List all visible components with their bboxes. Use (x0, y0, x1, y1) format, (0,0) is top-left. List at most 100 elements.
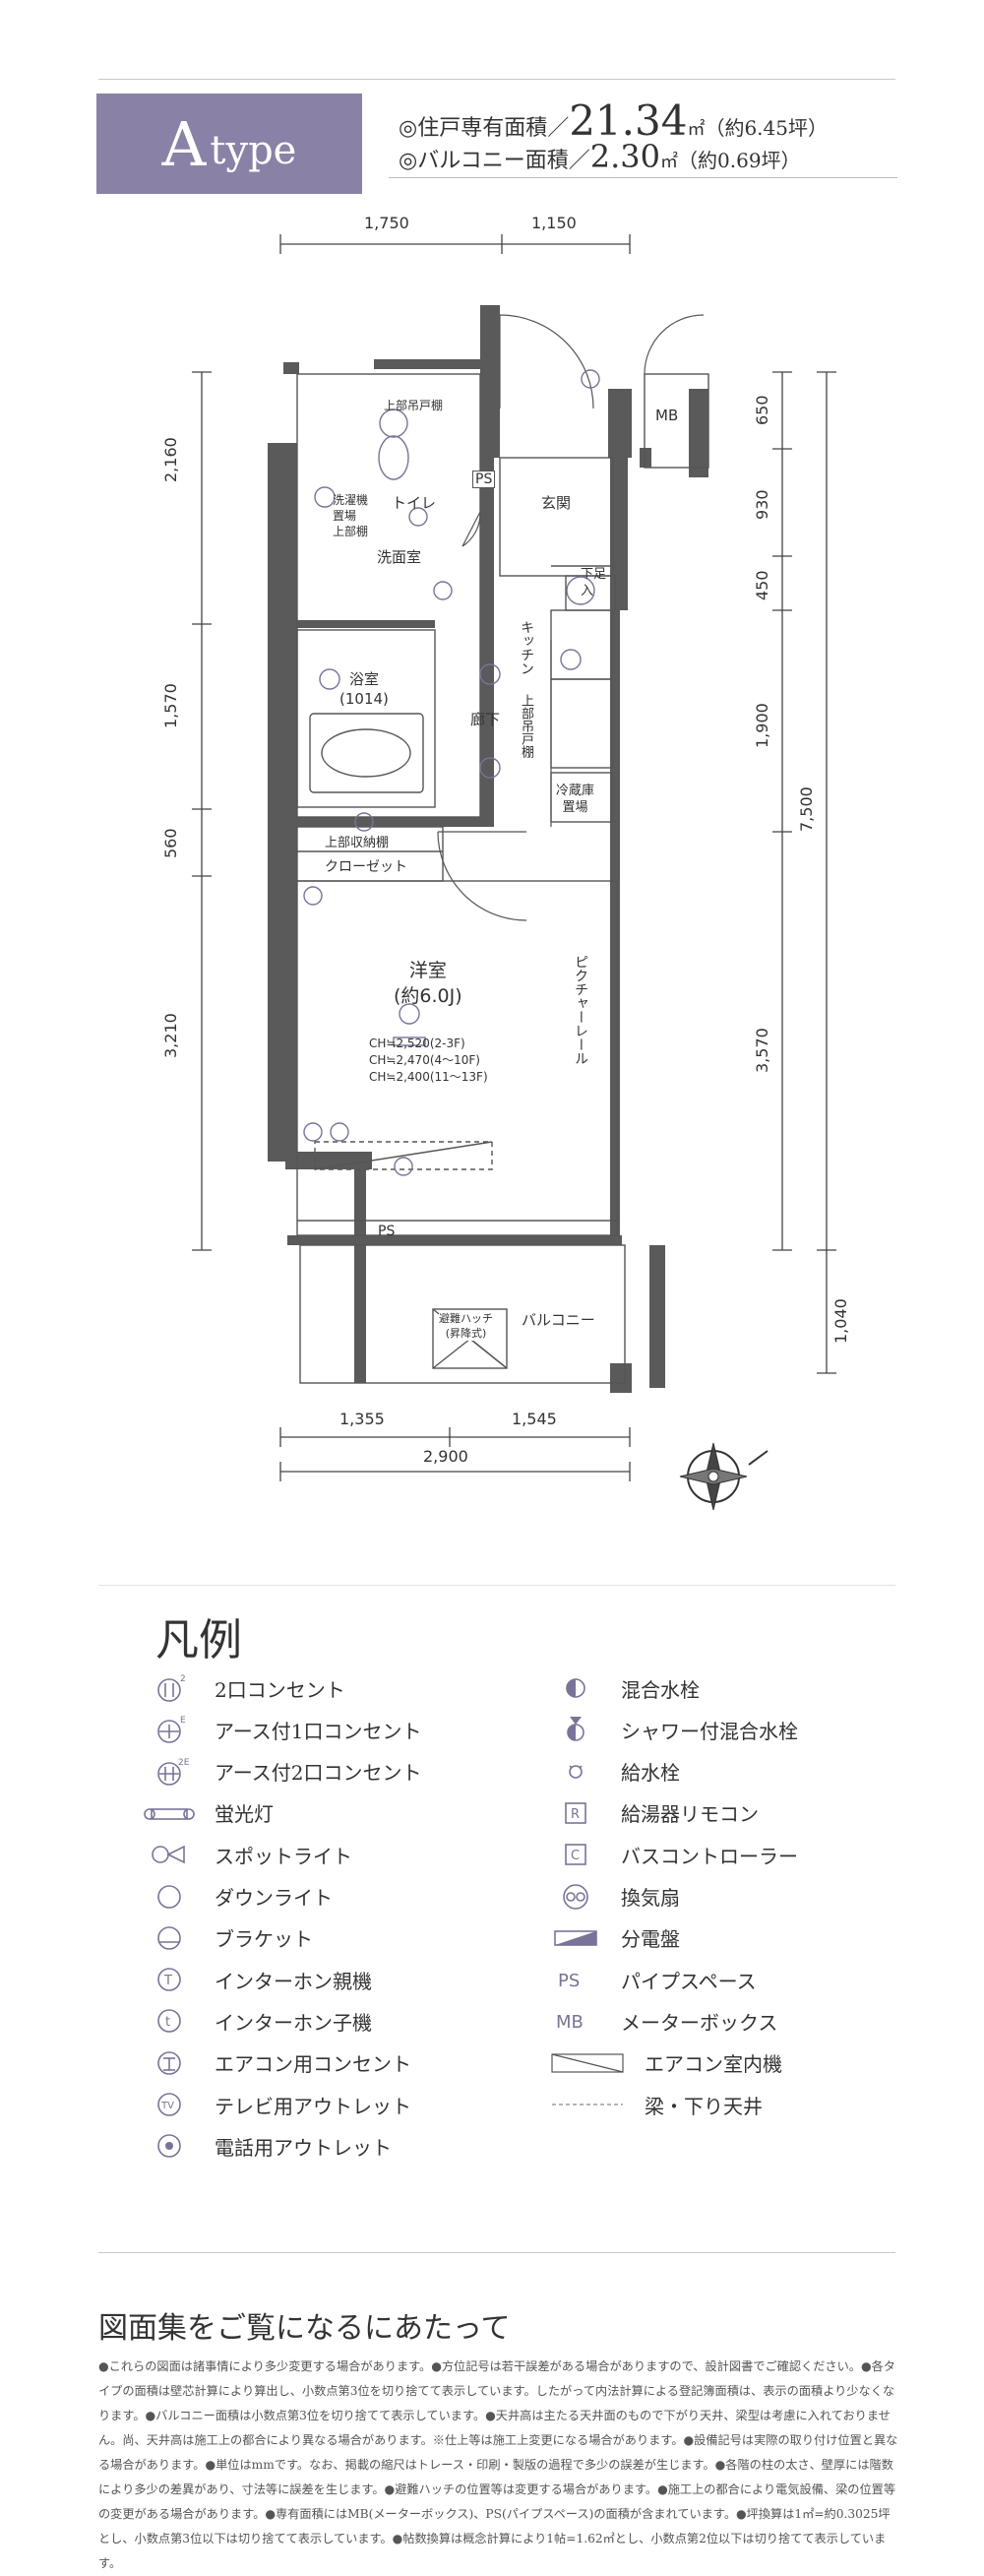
unit-area-line: ◎住戸専有面積／21.34㎡（約6.45坪） (399, 96, 828, 145)
legend-label: メーターボックス (621, 2010, 778, 2035)
legend-label: バスコントローラー (621, 1844, 798, 1868)
legend-title: 凡例 (155, 1615, 242, 1665)
legend-label: アース付1口コンセント (215, 1719, 422, 1743)
svg-text:C: C (571, 1849, 580, 1863)
room-picture-rail: ピクチャーレール (573, 955, 588, 1065)
type-word: type (210, 128, 297, 173)
intercom-master-icon: T (140, 1963, 199, 1996)
hatch-line-2: (昇降式) (445, 1327, 487, 1340)
legend-item: R 給湯器リモコン (546, 1796, 759, 1830)
dim-right-5: 3,570 (753, 1028, 771, 1073)
dim-right-1: 650 (753, 395, 771, 425)
dim-right-2: 930 (753, 489, 771, 520)
shower-faucet-icon (546, 1713, 605, 1746)
western-line-1: 洋室 (408, 960, 447, 981)
dim-total-right: 7,500 (797, 786, 816, 832)
dim-bottom-1: 1,355 (339, 1410, 385, 1428)
ceiling-height-2: CH≒2,470(4〜10F) (369, 1053, 480, 1067)
notes-divider (98, 2252, 895, 2253)
balcony-area-line: ◎バルコニー面積／2.30㎡（約0.69坪） (399, 138, 801, 175)
svg-text:R: R (571, 1807, 580, 1822)
bath-line-2: (1014) (339, 690, 389, 708)
room-mb: MB (655, 407, 679, 424)
mixing-faucet-icon (546, 1671, 605, 1705)
dim-left-3: 560 (161, 828, 180, 858)
dim-right-3: 450 (753, 570, 771, 600)
legend-label: 梁・下り天井 (645, 2094, 763, 2118)
room-ps-bottom: PS (378, 1224, 396, 1239)
fluorescent-light-icon (140, 1796, 199, 1830)
dim-left-1: 2,160 (161, 437, 180, 482)
shoe-line-1: 下足 (581, 567, 607, 582)
tv-outlet-icon: TV (140, 2088, 199, 2121)
balcony-area-unit: ㎡ (660, 152, 679, 172)
svg-text:T: T (163, 1974, 172, 1988)
legend-label: 給水栓 (621, 1761, 680, 1786)
ventilation-fan-icon (546, 1880, 605, 1914)
legend-item: スポットライト (140, 1838, 352, 1871)
legend-label: エアコン室内機 (645, 2052, 782, 2077)
dim-left-2: 1,570 (161, 683, 180, 728)
room-kitchen: キッチン (519, 620, 534, 675)
room-western: 洋室 (約6.0J) (394, 958, 462, 1009)
dim-total-bottom: 2,900 (423, 1447, 468, 1466)
balcony-area-label: ◎バルコニー面積／ (399, 149, 590, 173)
legend-label: シャワー付混合水栓 (621, 1719, 798, 1743)
phone-outlet-icon (140, 2129, 199, 2163)
legend-item: 2 2口コンセント (140, 1671, 345, 1705)
ac-indoor-unit-icon (546, 2046, 629, 2080)
room-toilet: トイレ (392, 494, 437, 512)
legend-label: スポットライト (215, 1844, 352, 1868)
dim-bottom-2: 1,545 (512, 1410, 557, 1428)
intercom-slave-icon: t (140, 2004, 199, 2038)
legend-label: 給湯器リモコン (621, 1802, 759, 1827)
legend-label: テレビ用アウトレット (215, 2094, 411, 2118)
spotlight-icon (140, 1838, 199, 1871)
svg-text:PS: PS (558, 1971, 580, 1991)
unit-area-tsubo: （約6.45坪） (705, 116, 828, 140)
legend-item: C バスコントローラー (546, 1838, 798, 1871)
room-closet: クローゼット (325, 859, 407, 875)
room-washer: 洗濯機 置場 上部棚 (333, 492, 368, 539)
legend-label: アース付2口コンセント (215, 1761, 422, 1786)
room-upper-cabinet-top: 上部吊戸棚 (384, 399, 444, 412)
ac-outlet-icon (140, 2046, 199, 2080)
hatch-line-1: 避難ハッチ (439, 1312, 493, 1325)
distribution-board-icon (546, 1921, 605, 1955)
room-entrance: 玄関 (541, 494, 572, 512)
room-washroom: 洗面室 (377, 548, 422, 566)
legend-item: ブラケット (140, 1921, 313, 1955)
legend-item: PS パイプスペース (546, 1963, 757, 1996)
room-bath: 浴室 (1014) (339, 669, 389, 709)
pipe-space-icon: PS (546, 1963, 605, 1996)
legend-label: 分電盤 (621, 1927, 680, 1952)
svg-text:MB: MB (556, 2012, 584, 2033)
dim-top-1: 1,750 (364, 214, 409, 232)
outlet-earth-1-icon: E (140, 1713, 199, 1746)
ceiling-height-3: CH≒2,400(11〜13F) (369, 1070, 488, 1084)
room-fridge: 冷蔵庫 置場 (556, 783, 594, 816)
dim-top-2: 1,150 (531, 214, 577, 232)
legend-top-divider (98, 1585, 895, 1586)
beam-ceiling-icon (546, 2088, 629, 2121)
legend-label: エアコン用コンセント (215, 2052, 411, 2077)
bath-controller-icon: C (546, 1838, 605, 1871)
floor-plan (192, 234, 836, 1511)
fridge-line-1: 冷蔵庫 (556, 784, 595, 798)
downlight-icon (140, 1880, 199, 1914)
legend-label: パイプスペース (621, 1969, 757, 1993)
legend-item: シャワー付混合水栓 (546, 1713, 798, 1746)
balcony-area-tsubo: （約0.69坪） (678, 149, 801, 172)
outlet-earth-2-icon: 2E (140, 1755, 199, 1789)
legend-label: 2口コンセント (215, 1677, 345, 1702)
heater-remote-icon: R (546, 1796, 605, 1830)
svg-text:t: t (165, 2015, 170, 2030)
outlet-2-icon: 2 (140, 1671, 199, 1705)
legend-item: 換気扇 (546, 1880, 680, 1914)
washer-line-2: 置場 (333, 509, 357, 523)
legend-label: ダウンライト (215, 1886, 333, 1910)
dim-right-4: 1,900 (753, 703, 771, 748)
legend-label: 電話用アウトレット (215, 2135, 392, 2160)
